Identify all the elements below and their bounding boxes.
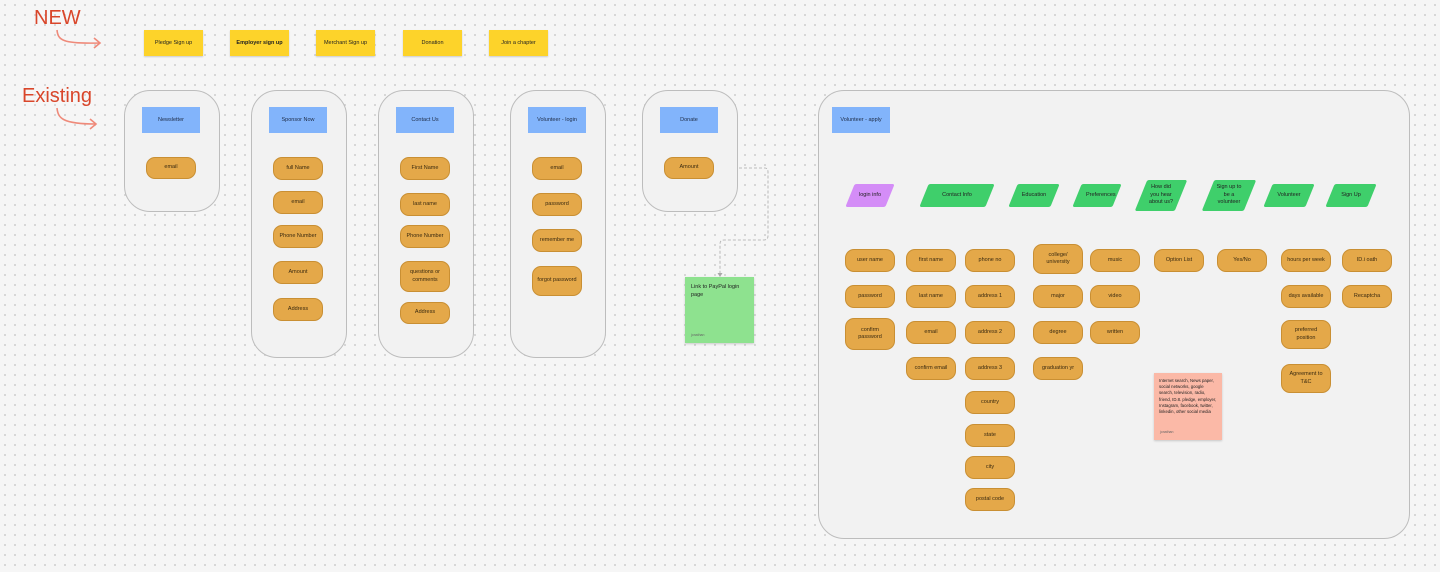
new-flow-merchant-sign-up[interactable]: Merchant Sign up [316,30,375,56]
login-step[interactable]: password [845,285,895,308]
education-step[interactable]: degree [1033,321,1083,344]
sponsor-step[interactable]: full Name [273,157,323,180]
volunteer-step[interactable]: hours per week [1281,249,1331,272]
paypal-note-text: Link to PayPal login page [691,284,740,299]
new-flow-donation[interactable]: Donation [403,30,462,56]
donate-title-node[interactable]: Donate [660,107,718,133]
education-step[interactable]: graduation yr [1033,357,1083,380]
sponsor-step[interactable]: Address [273,298,323,321]
contact-step[interactable]: First Name [400,157,450,180]
education-step[interactable]: major [1033,285,1083,308]
contact-step[interactable]: Address [400,302,450,324]
volunteer-login-flow-group [510,90,606,358]
newsletter-step-email[interactable]: email [146,157,196,179]
paypal-note-author: jonathan [691,332,705,337]
contact-info-step[interactable]: phone no [965,249,1015,272]
new-flow-join-a-chapter[interactable]: Join a chapter [489,30,548,56]
contact-info-step[interactable]: last name [906,285,956,308]
category-how-did-you-hear[interactable]: How did you hear about us? [1134,180,1188,211]
volunteer-login-title-node[interactable]: Volunteer - login [528,107,586,133]
volunteer-apply-flow-group [818,90,1410,539]
volunteer-login-step[interactable]: password [532,193,582,216]
hear-options-sticky-note: Internet search, News paper, social netw… [1154,373,1222,440]
contact-info-step[interactable]: address 1 [965,285,1015,308]
contact-step[interactable]: Phone Number [400,225,450,248]
volunteer-login-step[interactable]: remember me [532,229,582,252]
contact-info-step[interactable]: city [965,456,1015,479]
volunteer-step[interactable]: preferred position [1281,320,1331,349]
paypal-sticky-note: Link to PayPal login page jonathan [685,277,754,343]
category-contact-info[interactable]: Contact Info [919,184,995,207]
contact-info-step[interactable]: address 2 [965,321,1015,344]
hear-option-list[interactable]: Option List [1154,249,1204,272]
preferences-step[interactable]: written [1090,321,1140,344]
donate-flow-group [642,90,738,212]
hear-note-author: jonathan [1160,429,1174,434]
sponsor-step[interactable]: email [273,191,323,214]
contact-info-step[interactable]: postal code [965,488,1015,511]
new-flow-employer-sign-up[interactable]: Employer sign up [230,30,289,56]
preferences-step[interactable]: video [1090,285,1140,308]
category-sign-up[interactable]: Sign Up [1325,184,1377,207]
new-label: NEW [34,7,81,29]
contact-title-node[interactable]: Contact Us [396,107,454,133]
contact-info-step[interactable]: country [965,391,1015,414]
category-preferences[interactable]: Preferences [1072,184,1122,207]
volunteer-login-step[interactable]: email [532,157,582,180]
signup-step[interactable]: ID.i oath [1342,249,1392,272]
contact-info-step[interactable]: first name [906,249,956,272]
volunteer-apply-title-node[interactable]: Volunteer - apply [832,107,890,133]
newsletter-title-node[interactable]: Newsletter [142,107,200,133]
volunteer-login-step[interactable]: forgot password [532,266,582,296]
category-education[interactable]: Education [1008,184,1060,207]
contact-info-step[interactable]: state [965,424,1015,447]
volunteer-step[interactable]: Agreement to T&C [1281,364,1331,393]
volunteer-step[interactable]: days available [1281,285,1331,308]
signup-step[interactable]: Recaptcha [1342,285,1392,308]
category-sign-up-to-be-volunteer[interactable]: Sign up to be a volunteer [1201,180,1257,211]
new-flow-pledge-sign-up[interactable]: Pledge Sign up [144,30,203,56]
login-step[interactable]: confirm password [845,318,895,350]
preferences-step[interactable]: music [1090,249,1140,272]
category-login-info[interactable]: login info [845,184,895,207]
contact-step[interactable]: questions or comments [400,261,450,292]
contact-info-step[interactable]: address 3 [965,357,1015,380]
education-step[interactable]: college/ university [1033,244,1083,274]
hear-note-text: Internet search, News paper, social netw… [1159,378,1217,415]
contact-step[interactable]: last name [400,193,450,216]
signup-volunteer-yes-no[interactable]: Yes/No [1217,249,1267,272]
login-step[interactable]: user name [845,249,895,272]
contact-info-step[interactable]: email [906,321,956,344]
existing-label: Existing [22,85,93,107]
sponsor-step[interactable]: Amount [273,261,323,284]
sponsor-title-node[interactable]: Sponsor Now [269,107,327,133]
sponsor-step[interactable]: Phone Number [273,225,323,248]
donate-step-amount[interactable]: Amount [664,157,714,179]
category-volunteer[interactable]: Volunteer [1263,184,1315,207]
contact-info-step[interactable]: confirm email [906,357,956,380]
